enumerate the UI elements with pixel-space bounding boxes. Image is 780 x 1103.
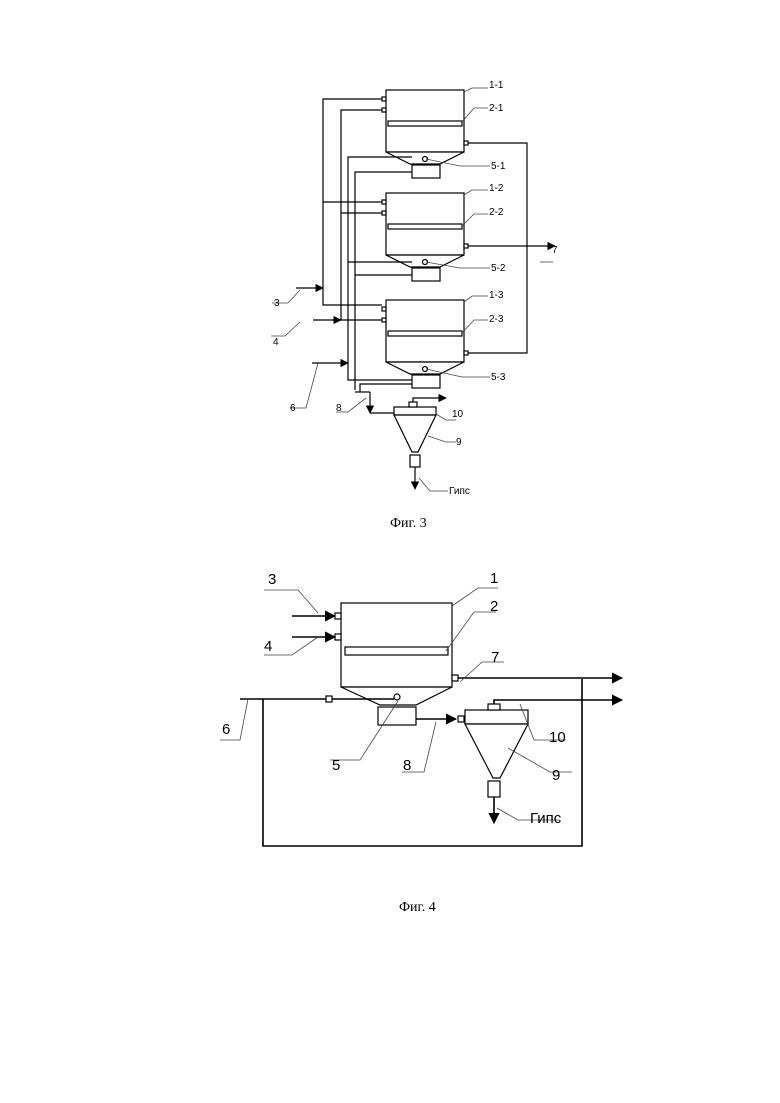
filter-2-2 <box>388 224 462 229</box>
label-9: 9 <box>456 437 462 448</box>
fig4-label-8: 8 <box>403 757 411 774</box>
label-1-2: 1-2 <box>489 183 504 194</box>
label-3: 3 <box>274 298 280 309</box>
label-4: 4 <box>273 337 279 348</box>
reactor-1-3 <box>382 300 468 388</box>
hydrocyclone-9 <box>465 700 622 823</box>
label-5-2: 5-2 <box>491 263 506 274</box>
fig4-label-3: 3 <box>268 571 276 588</box>
fig4-label-2: 2 <box>490 598 498 615</box>
fig4-label-10: 10 <box>549 729 566 746</box>
label-7: 7 <box>552 245 558 256</box>
figure-4-caption: Фиг. 4 <box>399 900 436 915</box>
figure-4: 1 2 7 3 4 6 5 8 10 9 Гипс Фиг. 4 <box>220 570 622 915</box>
label-2-1: 2-1 <box>489 103 504 114</box>
fig4-label-7: 7 <box>491 649 499 666</box>
label-1-1: 1-1 <box>489 80 504 91</box>
pump-5-3 <box>412 375 440 388</box>
label-5-1: 5-1 <box>491 161 506 172</box>
figure-3-caption: Фиг. 3 <box>390 516 427 531</box>
filter-2-3 <box>388 331 462 336</box>
fig4-label-gips: Гипс <box>530 810 562 827</box>
fig4-label-1: 1 <box>490 570 498 587</box>
filter-2 <box>345 647 448 655</box>
label-6: 6 <box>290 403 296 414</box>
label-10: 10 <box>452 409 464 420</box>
reactor-1 <box>335 603 458 725</box>
fig4-label-6: 6 <box>222 721 230 738</box>
figure-3: 1-1 2-1 5-1 1-2 2-2 5-2 1-3 2-3 5-3 7 3 … <box>271 80 558 531</box>
label-1-3: 1-3 <box>489 290 504 301</box>
label-8: 8 <box>336 403 342 414</box>
pump-5-2 <box>412 268 440 281</box>
outlet-line-7-fig3 <box>468 143 555 353</box>
fig4-label-9: 9 <box>552 767 560 784</box>
label-gips: Гипс <box>449 486 470 497</box>
fig4-label-4: 4 <box>264 638 272 655</box>
label-2-3: 2-3 <box>489 314 504 325</box>
label-2-2: 2-2 <box>489 207 504 218</box>
label-5-3: 5-3 <box>491 372 506 383</box>
reactor-1-2 <box>382 193 468 281</box>
filter-2-1 <box>388 121 462 126</box>
pump-5 <box>378 707 416 725</box>
fig4-label-5: 5 <box>332 757 340 774</box>
hydrocyclone-9-fig3 <box>370 398 446 489</box>
pump-5-1 <box>412 165 440 178</box>
